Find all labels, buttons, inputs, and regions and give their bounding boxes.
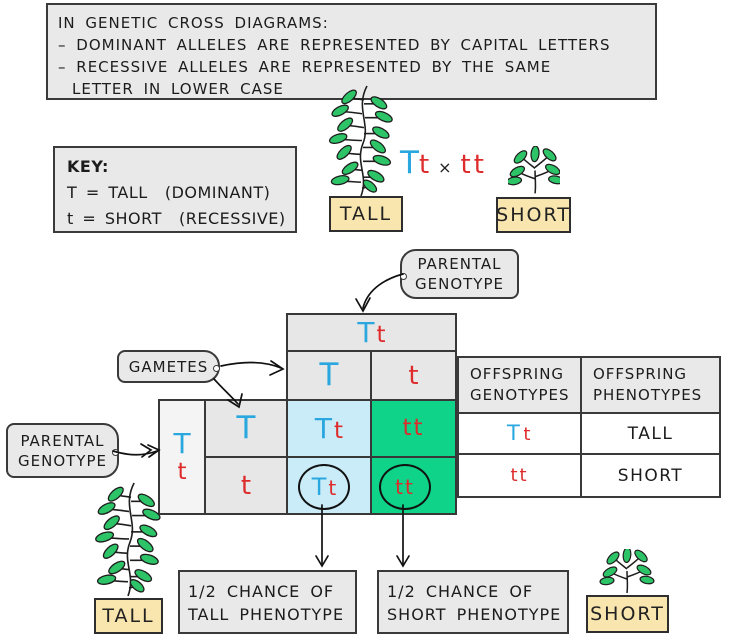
table-row-phenotype: SHORT [617, 465, 684, 486]
punnett-cell-Tt-1: T t [286, 399, 372, 458]
offspring-phenotypes-header: OFFSPRING PHENOTYPES [582, 358, 719, 412]
intro-line: IN GENETIC CROSS DIAGRAMS: [58, 14, 329, 32]
tall-parent-label: TALL [329, 196, 403, 232]
intro-line: – DOMINANT ALLELES ARE REPRESENTED BY CA… [58, 36, 611, 54]
table-row-genotype: T t [459, 414, 582, 453]
punnett-left-gamete-t: t [204, 456, 288, 515]
punnett-cell-Tt-2-circled: T t [286, 456, 372, 515]
intro-line: LETTER IN LOWER CASE [72, 80, 284, 98]
offspring-genotypes-header: OFFSPRING GENOTYPES [459, 358, 582, 412]
tag-hole-icon [400, 273, 407, 280]
cross-allele-t: t [418, 150, 430, 180]
short-plant-icon [508, 146, 560, 195]
tag-hole-icon [112, 449, 119, 456]
intro-box: IN GENETIC CROSS DIAGRAMS: – DOMINANT AL… [46, 3, 657, 100]
cross-genotypes: T t × tt [400, 148, 487, 188]
punnett-top-gamete-t: t [370, 350, 457, 401]
arrow-parental-left [112, 443, 161, 458]
punnett-left-gamete-T: T [204, 399, 288, 458]
cross-parent2: tt [460, 150, 487, 180]
short-chance-box: 1/2 CHANCE OF SHORT PHENOTYPE [377, 570, 569, 634]
tall-plant-icon [327, 85, 395, 197]
cross-allele-T: T [400, 145, 419, 181]
short-plant-icon [598, 549, 655, 594]
tall-plant-icon [93, 482, 163, 597]
table-row-genotype: tt [459, 455, 582, 496]
tall-offspring-label: TALL [94, 598, 163, 634]
arrow-parental-top [355, 273, 404, 313]
result-circle: T t [298, 464, 350, 510]
intro-line: – RECESSIVE ALLELES ARE REPRESENTED BY T… [58, 58, 552, 76]
table-row-phenotype: TALL [627, 423, 674, 444]
parental-genotype-tag-top: PARENTAL GENOTYPE [400, 249, 519, 299]
punnett-top-gamete-T: T [286, 350, 372, 401]
key-recessive: t = SHORT (RECESSIVE) [67, 209, 286, 228]
key-box: KEY: T = TALL (DOMINANT) t = SHORT (RECE… [53, 146, 297, 233]
arrow-gametes-right [220, 360, 285, 376]
result-circle: tt [379, 464, 431, 510]
key-title: KEY: [67, 157, 109, 176]
punnett-cell-tt-1: tt [370, 399, 457, 458]
offspring-table: OFFSPRING GENOTYPES OFFSPRING PHENOTYPES… [457, 356, 721, 498]
gametes-tag: GAMETES [117, 350, 220, 383]
tall-chance-box: 1/2 CHANCE OF TALL PHENOTYPE [178, 570, 357, 634]
short-offspring-label: SHORT [586, 595, 669, 633]
tag-hole-icon [213, 365, 220, 372]
parental-genotype-tag-left: PARENTAL GENOTYPE [6, 423, 119, 478]
punnett-top-parent-cell: T t [286, 313, 457, 352]
key-dominant: T = TALL (DOMINANT) [67, 183, 271, 202]
short-parent-label: SHORT [496, 197, 571, 233]
multiply-symbol: × [438, 158, 452, 177]
punnett-cell-tt-2-circled: tt [370, 456, 457, 515]
